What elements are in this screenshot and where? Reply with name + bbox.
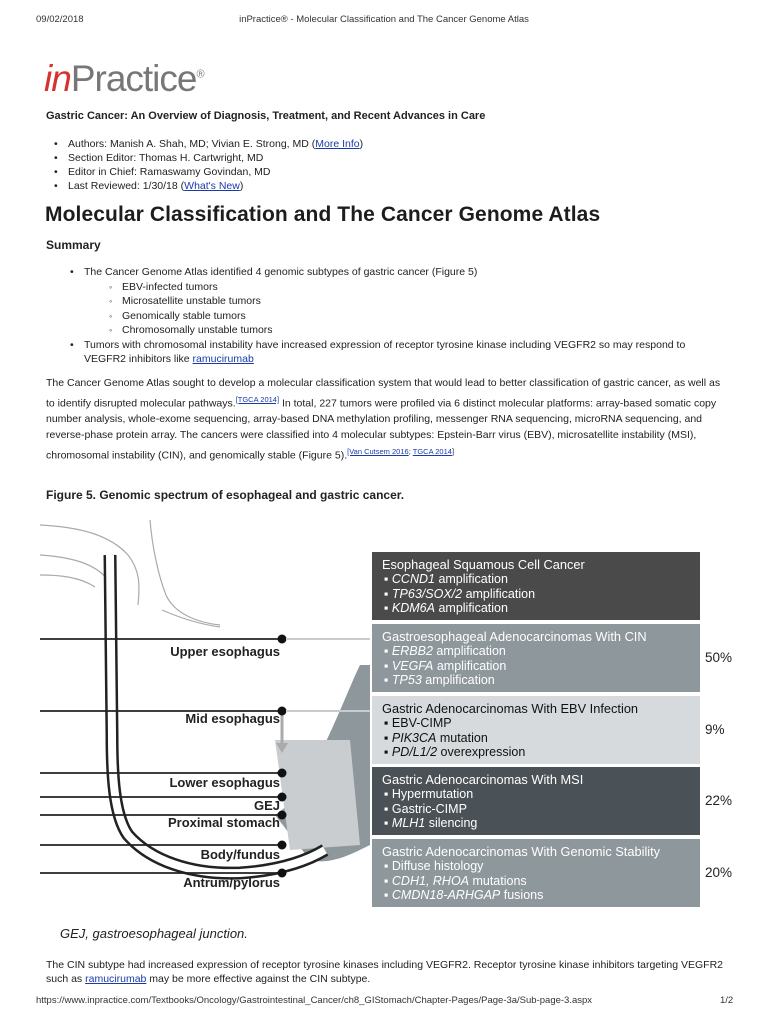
label-proximal-stomach: Proximal stomach	[168, 815, 280, 830]
subtype-box-item: ▪ VEGFA amplification	[384, 658, 507, 673]
marker-dot	[277, 840, 287, 850]
figure-title: Figure 5. Genomic spectrum of esophageal…	[46, 488, 405, 502]
meta-list: Authors: Manish A. Shah, MD; Vivian E. S…	[68, 137, 363, 193]
label-lower-esophagus: Lower esophagus	[169, 775, 280, 790]
label-upper-esophagus: Upper esophagus	[170, 644, 280, 659]
subtype-box-title: Gastric Adenocarcinomas With MSI	[382, 772, 584, 787]
marker-dot	[277, 792, 287, 802]
meta-authors: Authors: Manish A. Shah, MD; Vivian E. S…	[68, 137, 363, 151]
label-body-fundus: Body/fundus	[200, 847, 280, 862]
marker-dot	[277, 868, 287, 878]
subtype-percent: 22%	[705, 793, 733, 808]
label-antrum-pylorus: Antrum/pylorus	[183, 875, 280, 890]
meta-last-reviewed: Last Reviewed: 1/30/18 (What's New)	[68, 179, 363, 193]
body-paragraph: The Cancer Genome Atlas sought to develo…	[46, 377, 721, 462]
figure-caption: GEJ, gastroesophageal junction.	[60, 926, 248, 941]
whats-new-link[interactable]: What's New	[184, 180, 240, 192]
subtype-item: Microsatellite unstable tumors	[109, 294, 724, 309]
marker-dot	[277, 768, 287, 778]
subtype-box-title: Gastroesophageal Adenocarcinomas With CI…	[382, 629, 647, 644]
subtype-box-item: ▪ CCND1 amplification	[384, 572, 508, 587]
label-mid-esophagus: Mid esophagus	[185, 711, 280, 726]
subtype-box-item: ▪ Hypermutation	[384, 787, 474, 802]
esophagus-illustration	[40, 519, 370, 880]
subtype-percent: 50%	[705, 650, 733, 665]
more-info-link[interactable]: More Info	[315, 138, 360, 150]
marker-dot	[277, 810, 287, 820]
subtype-box: Gastric Adenocarcinomas With Genomic Sta…	[372, 839, 700, 907]
marker-dot	[277, 634, 287, 644]
subtype-box-title: Esophageal Squamous Cell Cancer	[382, 557, 585, 572]
gej-region	[275, 740, 360, 850]
print-title: inPractice® - Molecular Classification a…	[239, 14, 529, 25]
label-gej: GEJ	[253, 798, 280, 813]
subtype-box-item: ▪ KDM6A amplification	[384, 601, 508, 616]
ref-link[interactable]: [TGCA 2014]	[235, 394, 280, 404]
inpractice-logo[interactable]: inPractice®	[44, 58, 205, 99]
esophagus-tube-inner	[106, 554, 328, 878]
ref-link[interactable]: TGCA 2014	[412, 446, 452, 456]
subtype-box: Gastric Adenocarcinomas With EBV Infecti…	[372, 696, 700, 764]
summary-heading: Summary	[46, 238, 101, 252]
page-url: https://www.inpractice.com/Textbooks/Onc…	[36, 995, 593, 1006]
subtype-box-item: ▪ TP53 amplification	[384, 673, 495, 688]
meta-section-editor: Section Editor: Thomas H. Cartwright, MD	[68, 151, 363, 165]
page-title: Molecular Classification and The Cancer …	[45, 203, 601, 226]
subtype-item: Genomically stable tumors	[109, 309, 724, 324]
neck-outline	[40, 574, 96, 588]
subtype-box-item: ▪ Diffuse histology	[384, 859, 484, 874]
ramucirumab-link[interactable]: ramucirumab	[85, 973, 147, 985]
subtype-percent: 9%	[705, 722, 725, 737]
page-number: 1/2	[720, 995, 734, 1006]
subtype-box-item: ▪ CMDN18-ARHGAP fusions	[384, 888, 544, 903]
summary-bullet: Tumors with chromosomal instability have…	[70, 338, 724, 367]
subtype-box-item: ▪ EBV-CIMP	[384, 716, 452, 731]
print-date: 09/02/2018	[36, 14, 84, 25]
subtype-box: Esophageal Squamous Cell Cancer▪ CCND1 a…	[372, 552, 700, 620]
summary-list: The Cancer Genome Atlas identified 4 gen…	[70, 265, 724, 367]
summary-bullet: The Cancer Genome Atlas identified 4 gen…	[70, 265, 724, 280]
subtype-box-item: ▪ TP63/SOX/2 amplification	[384, 586, 536, 601]
subtype-percent: 20%	[705, 865, 733, 880]
ramucirumab-link[interactable]: ramucirumab	[192, 353, 254, 365]
footer-paragraph: The CIN subtype had increased expression…	[46, 959, 723, 985]
subtype-box-item: ▪ ERBB2 amplification	[384, 644, 506, 659]
head-outline	[40, 524, 140, 606]
arrow-down-icon	[276, 743, 288, 753]
subtype-box-item: ▪ PIK3CA mutation	[384, 730, 488, 745]
shoulder-outline	[161, 609, 221, 628]
meta-editor-in-chief: Editor in Chief: Ramaswamy Govindan, MD	[68, 165, 363, 179]
chapter-title: Gastric Cancer: An Overview of Diagnosis…	[46, 110, 486, 122]
subtype-box-title: Gastric Adenocarcinomas With EBV Infecti…	[382, 701, 639, 716]
subtype-item: EBV-infected tumors	[109, 280, 724, 295]
subtype-box-item: ▪ Gastric-CIMP	[384, 801, 467, 816]
subtype-box-item: ▪ CDH1, RHOA mutations	[384, 873, 527, 888]
subtype-box: Gastric Adenocarcinomas With MSI▪ Hyperm…	[372, 767, 700, 835]
shoulder-outline	[149, 519, 221, 626]
subtype-box-item: ▪ PD/L1/2 overexpression	[384, 745, 526, 760]
subtype-item: Chromosomally unstable tumors	[109, 323, 724, 338]
marker-dot	[277, 706, 287, 716]
ref-link[interactable]: [Van Cutsem 2016	[347, 446, 409, 456]
neck-outline	[40, 554, 109, 581]
subtype-box-title: Gastric Adenocarcinomas With Genomic Sta…	[382, 844, 661, 859]
subtype-box-item: ▪ MLH1 silencing	[384, 816, 478, 831]
subtype-box: Gastroesophageal Adenocarcinomas With CI…	[372, 624, 700, 692]
